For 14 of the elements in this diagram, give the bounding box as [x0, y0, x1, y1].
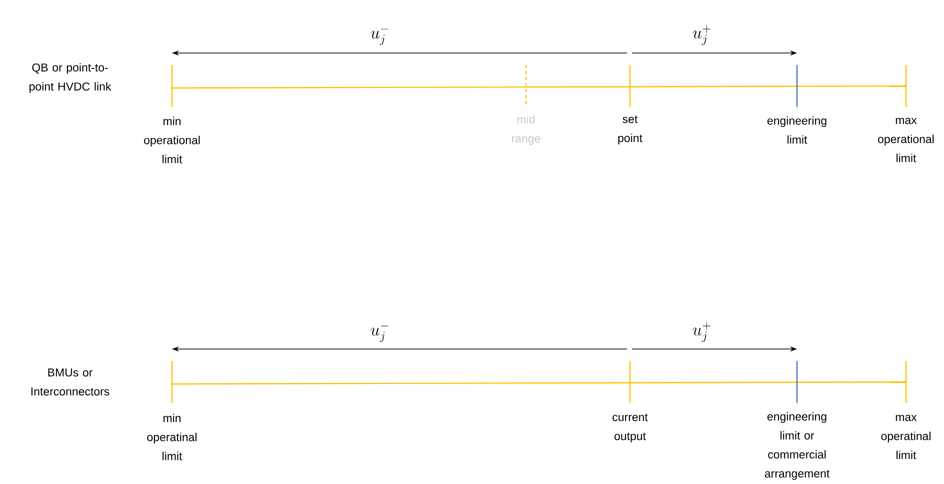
- tick-label: current output: [612, 414, 648, 442]
- arrow-label: $u_j^+$: [692, 25, 710, 45]
- tick-label: engineering limit or commercial arrangement: [764, 412, 830, 480]
- arrow-label: $u_j^+$: [692, 322, 710, 342]
- tick-label: set point: [618, 116, 642, 144]
- arrow-label: $u_j^-$: [370, 326, 388, 342]
- arrow-label: $u_j^-$: [370, 28, 388, 46]
- tick-label: min operatinal limit: [147, 414, 196, 460]
- tick-label: max operational limit: [878, 118, 934, 162]
- row-label: QB or point-to-point HVDC link: [30, 63, 112, 93]
- tick-label: engineering limit: [767, 116, 826, 144]
- tick-label: min operational limit: [144, 116, 200, 164]
- row-label: BMUs or Interconnectors: [31, 368, 110, 396]
- tick-label: max operatinal limit: [881, 414, 930, 460]
